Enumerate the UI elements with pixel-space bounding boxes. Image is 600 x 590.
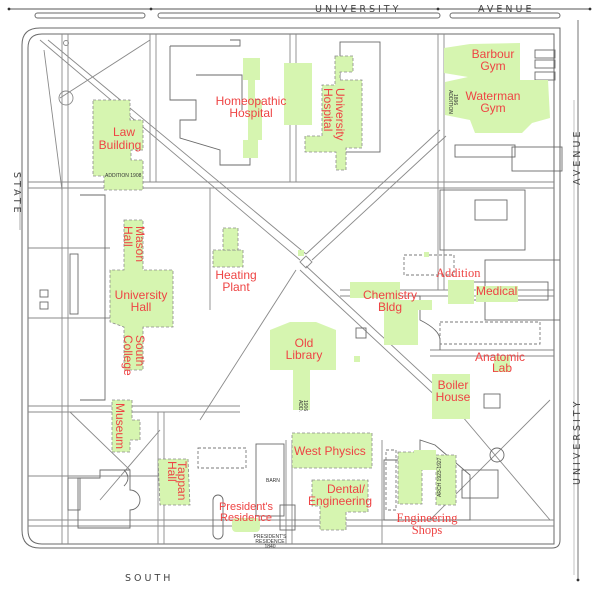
- barbour-waterman-gym-shape: [444, 43, 550, 133]
- label-university-hospital: UniversityHospital: [321, 88, 347, 141]
- tappan-hall-shape: [157, 458, 191, 506]
- street-lines: [7, 7, 592, 582]
- highlighted-buildings: [92, 43, 550, 532]
- label-medical: Medical: [476, 284, 517, 298]
- label-tappan-hall: TappanHall: [165, 461, 189, 500]
- label-south-college: SouthCollege: [121, 335, 147, 376]
- mason-university-hall-shape: [109, 219, 174, 371]
- label-museum: Museum: [113, 403, 127, 449]
- note-waterman-addition: ADDITION1896: [447, 90, 458, 114]
- street-label-state: STATE: [11, 172, 22, 216]
- old-library-shape: [270, 322, 336, 410]
- street-label-university-north: UNIVERSITY: [315, 4, 401, 15]
- chemistry-bldg-shape: [350, 282, 432, 345]
- street-label-avenue-north: AVENUE: [478, 4, 534, 15]
- dashed-outlines: [197, 254, 541, 511]
- note-engineering-arch: ARCH 1923-1927: [437, 457, 443, 497]
- law-building-shape: [92, 99, 144, 191]
- label-mason-hall: MasonHall: [121, 226, 147, 262]
- heating-plant-shape: [212, 249, 244, 268]
- label-west-physics: West Physics: [294, 444, 366, 458]
- west-physics-shape: [291, 432, 373, 469]
- note-law-addition: ADDITION 1908: [105, 173, 142, 179]
- university-hospital-shape: [304, 55, 363, 171]
- presidents-residence-shape: [232, 518, 260, 532]
- street-label-south: SOUTH: [125, 573, 173, 584]
- homeopathic-hospital-shape: [243, 58, 262, 158]
- label-addition: Addition: [436, 266, 481, 280]
- museum-shape: [111, 399, 141, 453]
- note-barn: BARN: [266, 478, 280, 484]
- boiler-house-shape: [432, 374, 470, 419]
- dental-engineering-shape: [311, 479, 369, 531]
- label-dental-engineering: Dental/Engineering: [308, 482, 372, 508]
- campus-boundary: [21, 27, 561, 549]
- street-label-avenue-east: AVENUE: [572, 129, 583, 185]
- note-west-physics-addition: ADD.1906: [297, 400, 308, 412]
- street-label-university-east: UNIVERSITY: [572, 399, 583, 485]
